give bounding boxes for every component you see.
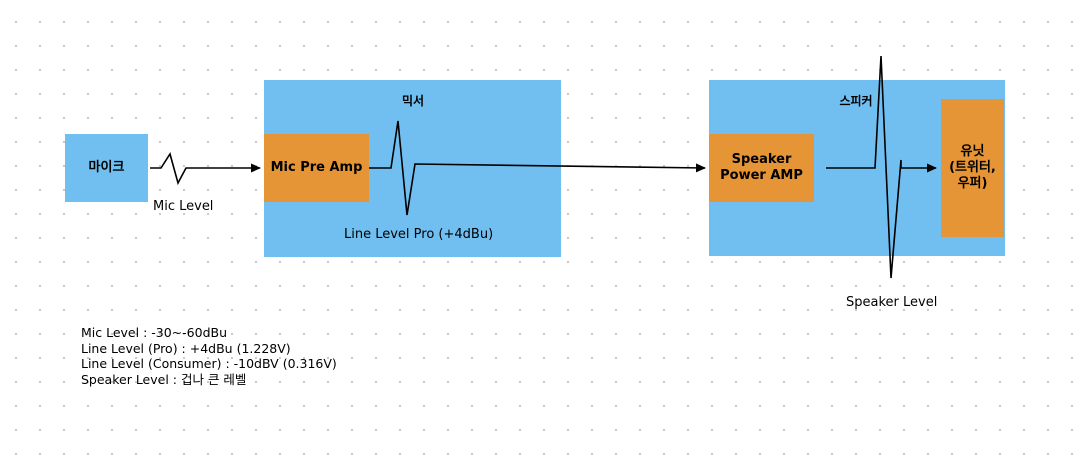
- level-notes: Mic Level : -30~-60dBu Line Level (Pro) …: [81, 325, 337, 387]
- speaker-title: 스피커: [839, 94, 873, 108]
- preamp-node[interactable]: Mic Pre Amp: [264, 134, 369, 202]
- unit-label-line2: (트위터,: [949, 160, 996, 175]
- power-amp-node[interactable]: Speaker Power AMP: [709, 134, 814, 202]
- unit-label: 유닛 (트위터, 우퍼): [941, 99, 1004, 237]
- mixer-caption: Line Level Pro (+4dBu): [344, 227, 494, 242]
- mic-label: 마이크: [88, 160, 125, 175]
- speaker-level-label: Speaker Level: [846, 295, 938, 310]
- unit-label-line3: 우퍼): [957, 176, 988, 191]
- power-amp-label: Speaker Power AMP: [709, 134, 814, 202]
- note-line-level-consumer: Line Level (Consumer) : -10dBV (0.316V): [81, 356, 337, 371]
- mic-level-wire: [150, 152, 261, 186]
- mixer-title: 믹서: [401, 94, 425, 108]
- power-amp-label-line2: Power AMP: [720, 168, 803, 183]
- mic-level-label: Mic Level: [153, 199, 214, 214]
- note-speaker-level: Speaker Level : 겁나 큰 레벨: [81, 371, 247, 387]
- power-amp-label-line1: Speaker: [731, 152, 792, 167]
- preamp-label: Mic Pre Amp: [270, 160, 363, 175]
- mic-node[interactable]: 마이크: [65, 134, 148, 202]
- note-mic-level: Mic Level : -30~-60dBu: [81, 325, 227, 340]
- unit-label-line1: 유닛: [960, 144, 985, 159]
- note-line-level-pro: Line Level (Pro) : +4dBu (1.228V): [81, 340, 291, 356]
- unit-node[interactable]: 유닛 (트위터, 우퍼): [941, 99, 1004, 237]
